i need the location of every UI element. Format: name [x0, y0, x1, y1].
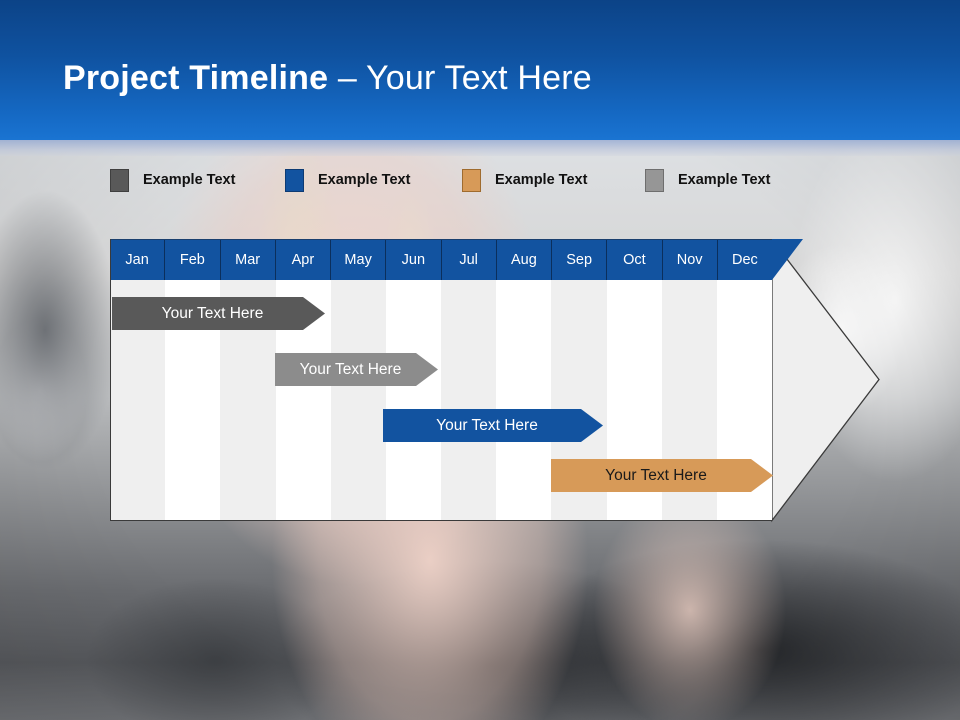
month-cell-aug[interactable]: Aug — [496, 239, 552, 280]
month-cell-sep[interactable]: Sep — [552, 239, 608, 280]
month-cell-mar[interactable]: Mar — [220, 239, 276, 280]
task-bar-4-label: Your Text Here — [605, 466, 707, 484]
grid-column-aug — [496, 280, 552, 521]
month-cell-jan[interactable]: Jan — [110, 239, 166, 280]
legend-swatch-icon — [110, 168, 129, 192]
legend-item-4[interactable]: Example Text — [645, 166, 770, 194]
legend-item-3[interactable]: Example Text — [462, 166, 587, 194]
legend-swatch-icon — [645, 168, 664, 192]
task-bar-3-label: Your Text Here — [436, 416, 538, 434]
legend-label-3: Example Text — [495, 172, 588, 188]
task-bar-1-label: Your Text Here — [161, 304, 264, 322]
legend: Example Text Example Text Example Text E… — [110, 166, 810, 194]
task-bar-1[interactable]: Your Text Here — [112, 297, 325, 330]
legend-swatch-icon — [285, 168, 304, 192]
page-title-bold: Project Timeline — [63, 59, 329, 97]
legend-label-1: Example Text — [143, 172, 236, 188]
page-title: Project Timeline – Your Text Here — [63, 59, 592, 98]
legend-swatch-icon — [462, 168, 481, 192]
grid-column-jun — [385, 280, 442, 521]
grid-left-border — [110, 239, 111, 521]
page-title-light: Your Text Here — [366, 59, 592, 97]
month-cell-jun[interactable]: Jun — [386, 239, 442, 280]
task-bar-4[interactable]: Your Text Here — [551, 459, 773, 492]
legend-item-1[interactable]: Example Text — [110, 166, 235, 194]
grid-column-may — [330, 280, 386, 521]
legend-label-4: Example Text — [678, 172, 771, 188]
grid-bottom-border — [110, 520, 772, 521]
title-underband — [0, 140, 960, 156]
task-bar-3[interactable]: Your Text Here — [383, 409, 603, 442]
month-cell-feb[interactable]: Feb — [165, 239, 221, 280]
month-cell-oct[interactable]: Oct — [607, 239, 663, 280]
grid-column-jul — [441, 280, 497, 521]
page-title-dash: – — [328, 59, 367, 97]
legend-label-2: Example Text — [318, 172, 411, 188]
month-cell-nov[interactable]: Nov — [662, 239, 718, 280]
timeline-chart: Jan Feb Mar Apr May Jun Jul Aug Sep Oct … — [110, 239, 772, 521]
legend-item-2[interactable]: Example Text — [285, 166, 410, 194]
month-cell-jul[interactable]: Jul — [441, 239, 497, 280]
grid-top-border — [110, 239, 772, 240]
task-bar-2[interactable]: Your Text Here — [275, 353, 438, 386]
title-banner — [0, 0, 960, 140]
month-cell-apr[interactable]: Apr — [275, 239, 331, 280]
month-cell-may[interactable]: May — [331, 239, 387, 280]
month-cell-dec[interactable]: Dec — [717, 239, 772, 280]
month-header-row: Jan Feb Mar Apr May Jun Jul Aug Sep Oct … — [110, 239, 772, 280]
task-bar-2-label: Your Text Here — [299, 360, 402, 378]
